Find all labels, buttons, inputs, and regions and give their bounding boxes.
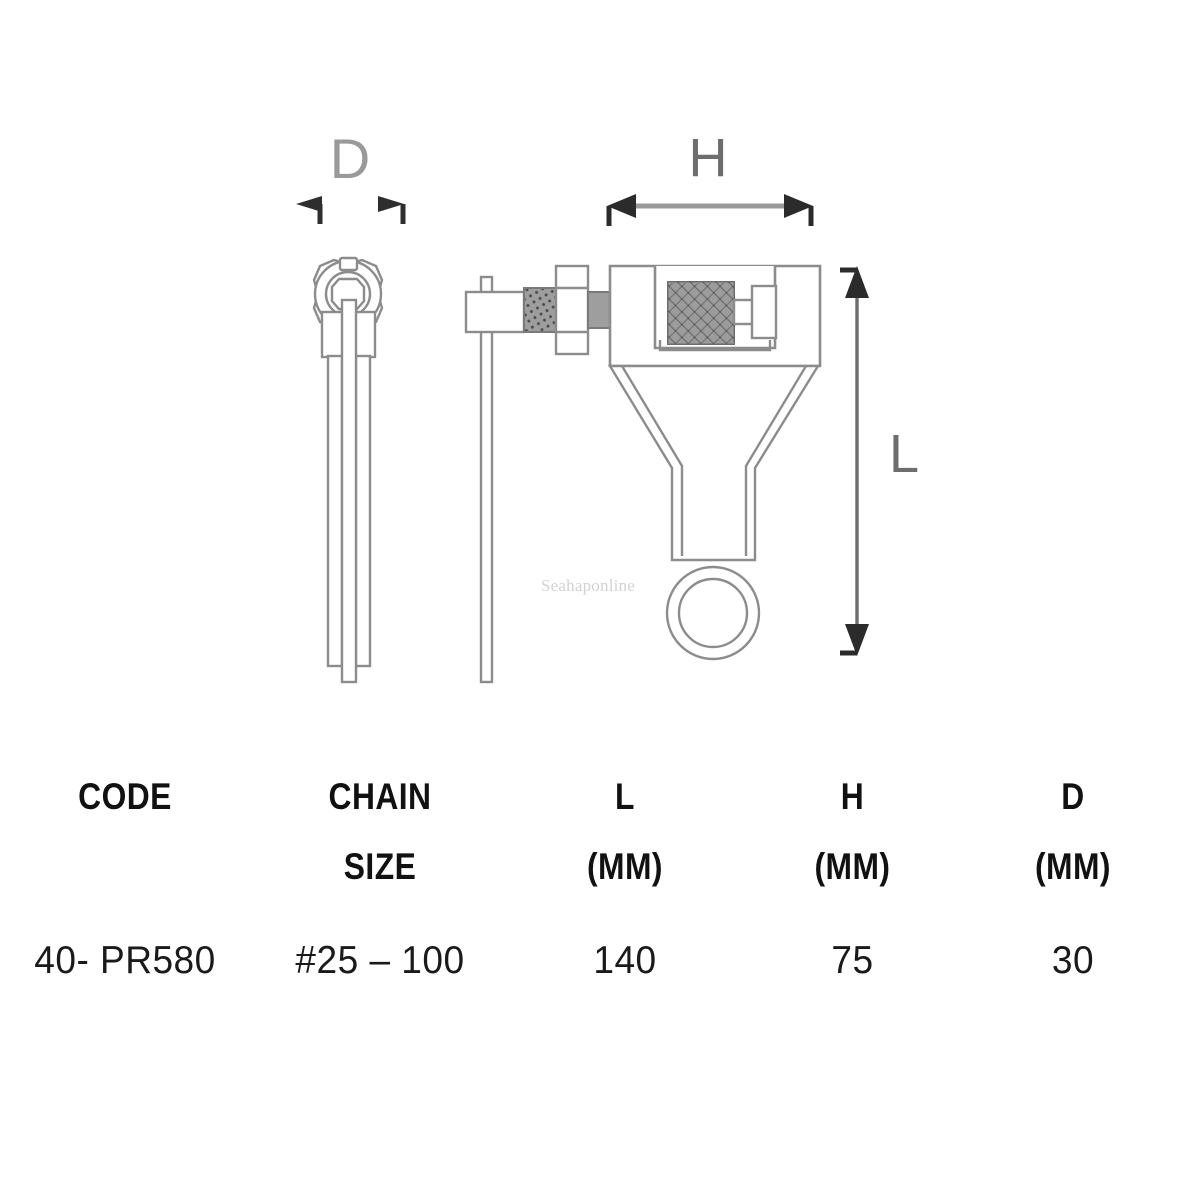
dimension-arrow-l (840, 266, 869, 656)
dimension-label-h: H (689, 128, 728, 188)
column-header-code-line1: CODE (78, 776, 172, 817)
cell-l-mm: 140 (593, 939, 657, 983)
dimension-arrow-h (606, 194, 814, 226)
side-view-group: H L (464, 128, 919, 684)
column-header-d-line2: (MM) (1035, 845, 1111, 887)
cell-d-mm: 30 (1051, 939, 1095, 983)
dimension-arrow-d-left (296, 196, 323, 224)
side-view-handle-collar (464, 290, 526, 334)
cell-chain-size: #25 – 100 (295, 939, 465, 983)
specification-table: CODE CHAIN SIZE L (MM) H (MM) D (MM) 40-… (0, 762, 1181, 983)
side-view-pocket-floor (658, 340, 772, 352)
side-view-ring-eyelet (665, 565, 761, 661)
side-view-shaft-link (587, 291, 611, 329)
column-header-l: L (MM) (526, 762, 724, 901)
dimension-arrow-d-right (378, 196, 406, 224)
column-header-l-line2: (MM) (587, 845, 663, 887)
side-view-tapered-neck (607, 364, 821, 562)
technical-drawing: D (296, 127, 919, 684)
end-view-group: D (296, 127, 406, 684)
column-header-d: D (MM) (980, 762, 1166, 901)
column-header-h-line1: H (840, 776, 865, 817)
dimension-label-l: L (889, 424, 919, 484)
side-view-handle-rod (479, 275, 494, 684)
table-row: 40- PR580 #25 – 100 140 75 30 (0, 901, 1181, 983)
column-header-chain-size: CHAIN SIZE (268, 762, 492, 901)
column-header-d-line1: D (1061, 776, 1085, 817)
drawing-canvas: D (296, 127, 919, 684)
dimension-label-d: D (330, 127, 370, 190)
column-header-h-line2: (MM) (814, 845, 891, 887)
watermark: Seahaponline (541, 576, 635, 595)
cell-code: 40- PR580 (34, 939, 216, 983)
table-header-row: CODE CHAIN SIZE L (MM) H (MM) D (MM) (0, 762, 1181, 901)
column-header-l-line1: L (615, 776, 635, 817)
column-header-code: CODE (18, 762, 233, 901)
column-header-chain-line1: CHAIN (328, 776, 432, 817)
cell-h-mm: 75 (831, 939, 874, 983)
end-view-legs (326, 298, 372, 684)
column-header-h: H (MM) (756, 762, 950, 901)
side-view-anvil-pin (732, 284, 778, 340)
end-view-top-boss (338, 256, 359, 272)
column-header-chain-line2: SIZE (343, 845, 417, 887)
side-view-hex-nut (554, 264, 590, 356)
side-view-hatched-block (667, 281, 735, 345)
